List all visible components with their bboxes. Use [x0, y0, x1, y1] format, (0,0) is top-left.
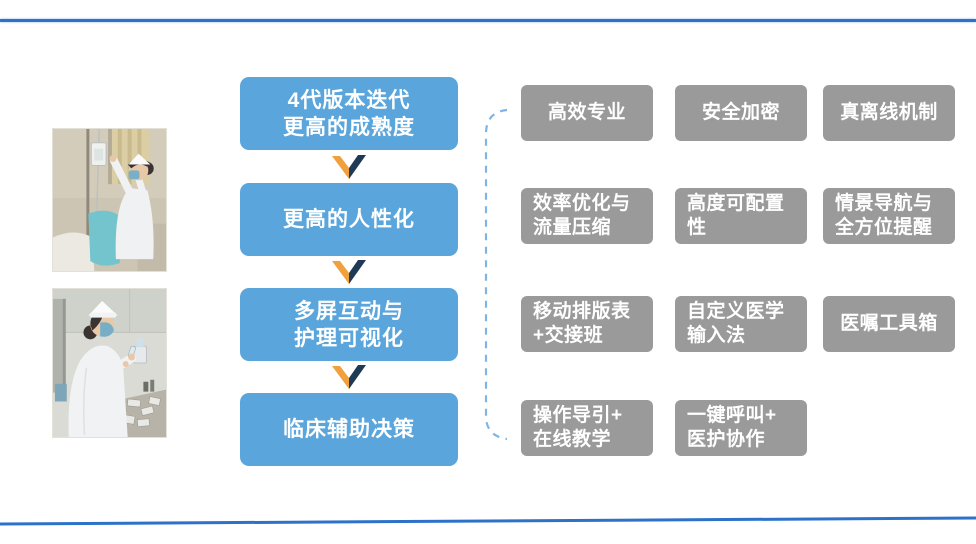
flow-box-line: 临床辅助决策	[283, 418, 415, 441]
feature-box-custom-medical-input: 自定义医学 输入法	[675, 296, 807, 352]
feature-box-true-offline: 真离线机制	[823, 85, 955, 141]
feature-box-line: 输入法	[687, 325, 746, 346]
flow-box-clinical-decision-support: 临床辅助决策	[240, 393, 458, 466]
feature-box-order-toolkit: 医嘱工具箱	[823, 296, 955, 352]
feature-box-line: 医护协作	[687, 429, 766, 450]
flow-box-humanization: 更高的人性化	[240, 183, 458, 256]
feature-box-context-navigation: 情景导航与 全方位提醒	[823, 188, 955, 244]
photo-nurse-iv-drip-image	[53, 129, 166, 271]
feature-box-line: 流量压缩	[533, 217, 612, 238]
feature-box-line: 安全加密	[701, 102, 780, 123]
feature-box-mobile-schedule-handover: 移动排版表 +交接班	[521, 296, 653, 352]
feature-box-line: +交接班	[533, 325, 604, 346]
feature-box-line: 医嘱工具箱	[840, 313, 938, 334]
feature-box-secure-encryption: 安全加密	[675, 85, 807, 141]
feature-box-line: 一键呼叫+	[687, 405, 777, 426]
photo-nurse-iv-drip	[52, 128, 167, 272]
flow-box-multiscreen-visualization: 多屏互动与 护理可视化	[240, 288, 458, 361]
feature-box-guided-operation-teaching: 操作导引+ 在线教学	[521, 400, 653, 456]
down-arrow-icon	[332, 155, 366, 179]
flow-box-line: 更高的成熟度	[283, 115, 415, 139]
flow-box-line: 4代版本迭代	[287, 88, 411, 112]
feature-box-line: 操作导引+	[533, 405, 623, 426]
feature-box-line: 真离线机制	[840, 102, 938, 123]
flow-box-line: 更高的人性化	[283, 208, 415, 231]
feature-box-line: 情景导航与	[835, 193, 933, 214]
feature-box-line: 高效专业	[547, 102, 626, 123]
photo-nurse-medication-image	[53, 289, 166, 437]
feature-box-line: 性	[687, 217, 707, 238]
feature-box-configurability: 高度可配置 性	[675, 188, 807, 244]
feature-box-line: 自定义医学	[687, 301, 785, 322]
feature-box-line: 效率优化与	[533, 193, 631, 214]
photo-nurse-medication	[52, 288, 167, 438]
feature-box-one-key-call-collaboration: 一键呼叫+ 医护协作	[675, 400, 807, 456]
top-accent-line	[0, 19, 976, 22]
feature-box-traffic-compression: 效率优化与 流量压缩	[521, 188, 653, 244]
feature-box-efficient-professional: 高效专业	[521, 85, 653, 141]
flow-box-line: 护理可视化	[294, 326, 404, 350]
dashed-brace	[484, 108, 508, 441]
flow-box-version-iteration: 4代版本迭代 更高的成熟度	[240, 77, 458, 150]
flow-box-line: 多屏互动与	[294, 299, 404, 323]
feature-box-line: 移动排版表	[533, 301, 631, 322]
down-arrow-icon	[332, 260, 366, 284]
feature-box-line: 在线教学	[533, 429, 612, 450]
feature-box-line: 全方位提醒	[835, 217, 933, 238]
down-arrow-icon	[332, 365, 366, 389]
feature-box-line: 高度可配置	[687, 193, 785, 214]
